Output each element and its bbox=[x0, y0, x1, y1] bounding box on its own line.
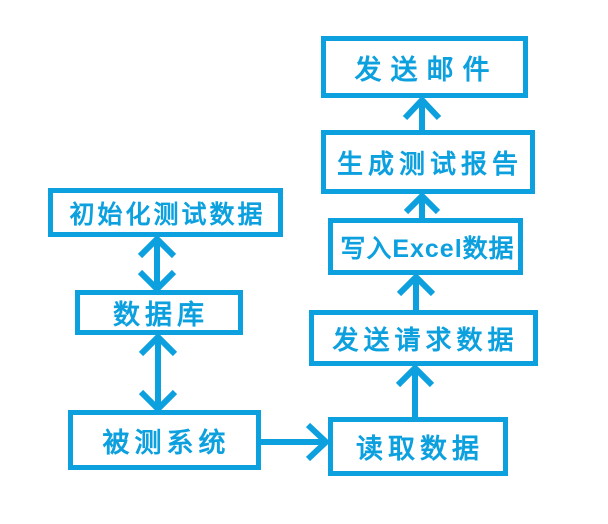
node-label: 写入Excel数据 bbox=[340, 234, 515, 263]
node-database: 数据库 bbox=[75, 290, 243, 335]
arrow-request-to-excel bbox=[396, 272, 436, 311]
arrow-sut-to-read bbox=[259, 422, 331, 462]
node-label: 数据库 bbox=[113, 300, 209, 330]
node-send-request-data: 发送请求数据 bbox=[309, 310, 538, 366]
node-send-email: 发送邮件 bbox=[321, 36, 528, 98]
node-generate-test-report: 生成测试报告 bbox=[321, 130, 535, 194]
arrow-report-to-mail bbox=[402, 95, 442, 131]
node-label: 读取数据 bbox=[356, 434, 484, 464]
node-system-under-test: 被测系统 bbox=[68, 410, 261, 470]
arrow-db-sut-bidirectional bbox=[138, 332, 178, 414]
node-read-data: 读取数据 bbox=[328, 417, 508, 476]
arrow-read-to-request bbox=[395, 363, 435, 418]
node-label: 发送请求数据 bbox=[332, 324, 519, 355]
node-label: 生成测试报告 bbox=[336, 148, 523, 179]
arrow-excel-to-report bbox=[403, 191, 441, 219]
node-label: 初始化测试数据 bbox=[69, 200, 266, 229]
arrow-init-db-bidirectional bbox=[137, 234, 177, 294]
node-write-excel-data: 写入Excel数据 bbox=[328, 218, 523, 275]
node-label: 被测系统 bbox=[102, 427, 231, 458]
node-label: 发送邮件 bbox=[354, 54, 499, 85]
node-initialize-test-data: 初始化测试数据 bbox=[48, 188, 283, 237]
